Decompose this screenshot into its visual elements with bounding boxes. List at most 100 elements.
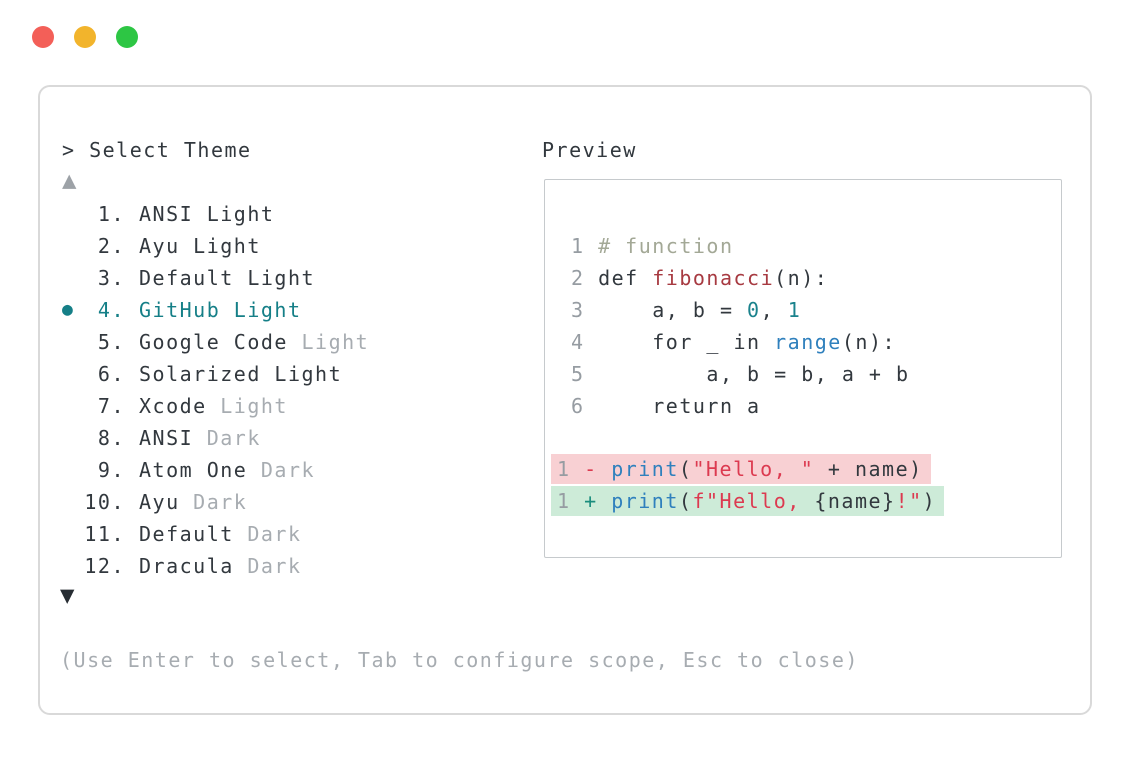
scroll-down-icon[interactable]: ▼: [60, 581, 76, 609]
theme-item-number: 3.: [97, 266, 125, 290]
code-token: ,: [760, 298, 788, 322]
theme-item-label: Ayu Light: [139, 234, 261, 258]
line-number: 1: [557, 489, 585, 513]
scroll-up-icon[interactable]: ▲: [62, 166, 78, 194]
item-marker: [62, 454, 82, 486]
code-line-3: 3 a, b = 0, 1: [545, 294, 1061, 326]
diff-line-added: 1 + print(f"Hello, {name}!"): [551, 486, 945, 516]
theme-item-number: 6.: [97, 362, 125, 386]
theme-item-number: 10.: [84, 490, 125, 514]
theme-item-label: Ayu Dark: [139, 490, 248, 514]
line-number: 2: [571, 266, 599, 290]
blank-line: [545, 422, 1061, 454]
code-token: +: [584, 489, 612, 513]
code-token: (n):: [774, 266, 829, 290]
close-window-button[interactable]: [32, 26, 54, 48]
line-number: 6: [571, 394, 599, 418]
code-token: (: [678, 489, 693, 513]
theme-item-number: 4.: [97, 298, 125, 322]
theme-item-ansi-light[interactable]: 1. ANSI Light: [62, 198, 369, 230]
code-token: !": [895, 489, 923, 513]
line-number: 1: [557, 457, 585, 481]
theme-item-ansi-dark[interactable]: 8. ANSI Dark: [62, 422, 369, 454]
code-line-2: 2 def fibonacci(n):: [545, 262, 1061, 294]
theme-item-label: ANSI Dark: [139, 426, 261, 450]
theme-item-label: Xcode Light: [139, 394, 288, 418]
theme-item-label: Dracula Dark: [139, 554, 302, 578]
theme-item-ayu-dark[interactable]: 10. Ayu Dark: [62, 486, 369, 518]
theme-item-label: Solarized Light: [139, 362, 343, 386]
theme-item-ayu-light[interactable]: 2. Ayu Light: [62, 230, 369, 262]
item-marker: [62, 230, 82, 262]
code-token: def: [598, 266, 653, 290]
help-text: (Use Enter to select, Tab to configure s…: [60, 648, 859, 672]
code-token: a, b = b, a + b: [598, 362, 910, 386]
code-token: (: [678, 457, 693, 481]
code-token: return a: [598, 394, 761, 418]
code-token: range: [774, 330, 842, 354]
preview-label: Preview: [542, 138, 637, 162]
item-marker: [62, 358, 82, 390]
theme-item-github-light[interactable]: ● 4. GitHub Light: [62, 294, 369, 326]
theme-item-xcode-light[interactable]: 7. Xcode Light: [62, 390, 369, 422]
item-marker: [62, 262, 82, 294]
code-token: "Hello, ": [692, 457, 815, 481]
code-line-4: 4 for _ in range(n):: [545, 326, 1061, 358]
code-token: # function: [598, 234, 734, 258]
theme-item-number: 1.: [97, 202, 125, 226]
theme-selector-dialog: > Select Theme ▲ 1. ANSI Light 2. Ayu Light…: [38, 85, 1092, 715]
code-token: fibonacci: [652, 266, 775, 290]
item-marker: [62, 390, 82, 422]
minimize-window-button[interactable]: [74, 26, 96, 48]
theme-item-label: GitHub Light: [139, 298, 302, 322]
code-token: + name): [814, 457, 923, 481]
theme-item-label: Google Code Light: [139, 330, 370, 354]
line-number: 4: [571, 330, 599, 354]
item-marker: [62, 422, 82, 454]
item-marker: [62, 326, 82, 358]
line-number: 5: [571, 362, 599, 386]
code-token: -: [584, 457, 612, 481]
theme-item-label: Atom One Dark: [139, 458, 316, 482]
theme-item-number: 8.: [97, 426, 125, 450]
theme-item-solarized-light[interactable]: 6. Solarized Light: [62, 358, 369, 390]
theme-item-number: 2.: [97, 234, 125, 258]
code-token: 1: [787, 298, 802, 322]
theme-item-default-dark[interactable]: 11.Default Dark: [62, 518, 369, 550]
diff-block: 1 - print("Hello, " + name)1 + print(f"H…: [545, 454, 1061, 518]
theme-item-dracula-dark[interactable]: 12. Dracula Dark: [62, 550, 369, 582]
theme-item-label: Default Dark: [139, 522, 302, 546]
code-token: {name}: [814, 489, 896, 513]
window-controls: [32, 26, 138, 48]
diff-line-removed: 1 - print("Hello, " + name): [551, 454, 931, 484]
zoom-window-button[interactable]: [116, 26, 138, 48]
theme-item-atom-one-dark[interactable]: 9. Atom One Dark: [62, 454, 369, 486]
dialog-title: > Select Theme: [62, 138, 252, 162]
theme-item-label: Default Light: [139, 266, 316, 290]
theme-item-label: ANSI Light: [139, 202, 275, 226]
item-marker: [62, 486, 82, 518]
item-marker: [62, 198, 82, 230]
selected-item-dot-icon: ●: [62, 299, 75, 320]
code-line-5: 5 a, b = b, a + b: [545, 358, 1061, 390]
code-token: for _ in: [598, 330, 775, 354]
code-token: print: [611, 489, 679, 513]
theme-item-number: 12.: [84, 554, 125, 578]
item-marker: [62, 518, 82, 550]
theme-item-number: 7.: [97, 394, 125, 418]
item-marker: [62, 550, 82, 582]
theme-item-number: 5.: [97, 330, 125, 354]
theme-item-default-light[interactable]: 3. Default Light: [62, 262, 369, 294]
code-token: print: [611, 457, 679, 481]
line-number: 1: [571, 234, 599, 258]
theme-list: 1. ANSI Light 2. Ayu Light 3. Default Light ● 4…: [62, 198, 369, 582]
code-line-6: 6 return a: [545, 390, 1061, 422]
code-token: a, b =: [598, 298, 748, 322]
code-token: 0: [747, 298, 761, 322]
theme-item-google-code-light[interactable]: 5. Google Code Light: [62, 326, 369, 358]
code-line-1: 1 # function: [545, 230, 1061, 262]
code-token: ): [922, 489, 937, 513]
theme-item-number: 9.: [97, 458, 125, 482]
